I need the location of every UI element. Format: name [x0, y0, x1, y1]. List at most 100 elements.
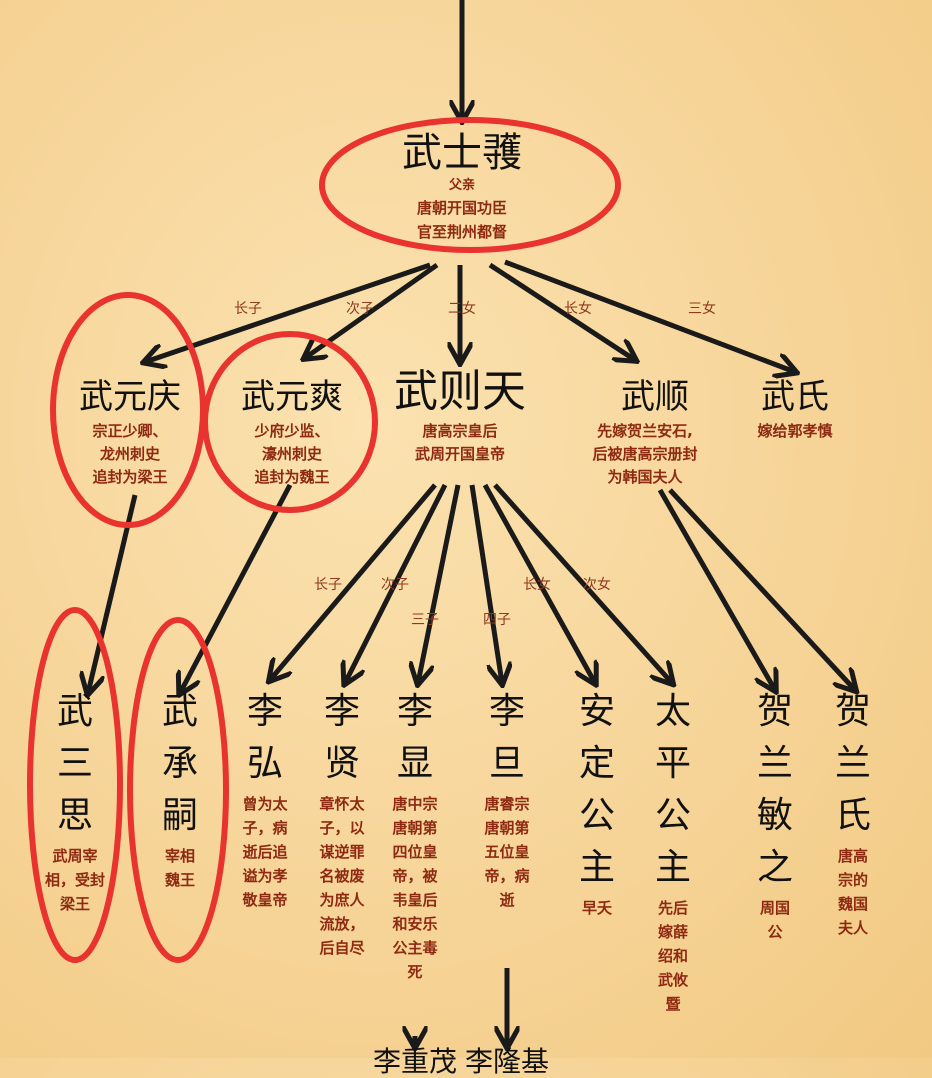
arrow — [657, 488, 775, 690]
person-name: 李贤 — [323, 691, 360, 784]
person-name: 武则天 — [394, 366, 526, 417]
person-name: 武氏 — [761, 377, 829, 417]
person-name: 武元爽 — [241, 377, 343, 417]
person-note: 唐中宗 — [392, 795, 438, 813]
arrow — [88, 494, 138, 693]
person-name: 武三思 — [56, 691, 93, 836]
person-name: 贺兰氏 — [834, 691, 871, 836]
person-note: 魏王 — [164, 871, 196, 889]
relation-label: 四子 — [483, 612, 511, 628]
person-name: 李显 — [396, 691, 433, 784]
arrow — [668, 488, 855, 690]
person-note: 濠州刺史 — [261, 445, 323, 463]
person-name: 李弘 — [246, 691, 283, 784]
person-note: 为韩国夫人 — [607, 468, 683, 486]
root-name: 武士彟 — [402, 130, 522, 176]
person-note: 逝后追 — [242, 843, 288, 861]
person-note: 武攸 — [657, 971, 689, 989]
person-note: 宗的 — [837, 871, 869, 889]
arrow — [270, 483, 437, 680]
person-note: 魏国 — [837, 895, 869, 913]
person-note: 唐朝第 — [392, 819, 438, 837]
person-note: 早夭 — [581, 899, 613, 917]
person-note: 和安乐 — [392, 915, 438, 933]
person-note: 唐高 — [837, 847, 869, 865]
person-note: 四位皇 — [392, 843, 438, 861]
person-note: 韦皇后 — [392, 891, 438, 909]
person-note: 追封为魏王 — [254, 468, 330, 486]
arrow — [482, 483, 595, 683]
person-note: 周国 — [759, 899, 791, 917]
arrow — [345, 483, 448, 683]
arrow — [418, 484, 461, 683]
highlight-circle — [202, 331, 378, 513]
person-note: 武周宰 — [52, 847, 98, 865]
root-note: 唐朝开国功臣 — [416, 199, 508, 217]
person-note: 武周开国皇帝 — [414, 445, 506, 463]
person-note: 相，受封 — [44, 871, 106, 889]
person-name: 安定公主 — [578, 691, 615, 888]
relation-label: 二女 — [448, 301, 476, 317]
person-name: 武元庆 — [79, 377, 181, 417]
person-note: 追封为梁王 — [92, 468, 168, 486]
relation-label: 三子 — [411, 612, 439, 628]
person-note: 后被唐高宗册封 — [592, 445, 698, 463]
person-note: 宰相 — [164, 847, 196, 865]
person-note: 先后 — [657, 899, 689, 917]
person-note: 暨 — [665, 995, 681, 1013]
person-note: 子，以 — [319, 819, 365, 837]
arrow — [180, 483, 293, 693]
arrow — [493, 483, 672, 683]
person-note: 敬皇帝 — [242, 891, 288, 909]
person-note: 子，病 — [242, 819, 288, 837]
person-name: 李旦 — [488, 691, 525, 784]
person-note: 曾为太 — [242, 795, 288, 813]
person-note: 少府少监、 — [254, 422, 330, 440]
relation-label: 长子 — [234, 301, 262, 317]
root-note: 官至荆州都督 — [416, 223, 508, 241]
person-name: 太平公主 — [654, 691, 691, 888]
person-note: 宗正少卿、 — [92, 422, 168, 440]
highlight-circle — [127, 617, 229, 963]
person-note: 嫁给郭孝慎 — [757, 422, 833, 440]
person-name: 李重茂 — [372, 1045, 458, 1078]
person-name: 武承嗣 — [161, 691, 198, 836]
person-note: 唐高宗皇后 — [422, 422, 498, 440]
arrow — [504, 259, 795, 372]
person-note: 先嫁贺兰安石, — [597, 422, 693, 440]
person-note: 唐睿宗 — [484, 795, 530, 813]
person-note: 章怀太 — [319, 795, 365, 813]
person-name: 贺兰敏之 — [756, 691, 793, 888]
person-note: 谋逆罪 — [319, 843, 365, 861]
person-name: 武顺 — [621, 377, 689, 417]
person-note: 绍和 — [657, 947, 689, 965]
person-note: 帝，病 — [484, 867, 530, 885]
person-note: 后自尽 — [319, 939, 365, 957]
arrow — [488, 262, 635, 360]
person-note: 夫人 — [837, 919, 869, 937]
person-note: 公主毒 — [392, 939, 438, 957]
person-note: 谥为孝 — [242, 867, 288, 885]
person-note: 五位皇 — [484, 843, 530, 861]
highlight-circle — [27, 607, 123, 963]
relation-label: 长女 — [564, 301, 592, 317]
arrow — [469, 484, 502, 683]
relation-label: 长女 — [523, 577, 551, 593]
person-note: 逝 — [499, 891, 515, 909]
root-role: 父亲 — [448, 178, 476, 193]
person-note: 死 — [407, 963, 423, 981]
person-note: 名被废 — [319, 867, 365, 885]
person-note: 为庶人 — [319, 891, 365, 909]
person-name: 李隆基 — [464, 1045, 550, 1078]
person-note: 公 — [767, 923, 783, 941]
relation-label: 三女 — [688, 301, 716, 317]
relation-label: 次子 — [381, 577, 409, 593]
person-note: 帝，被 — [392, 867, 438, 885]
highlight-circle — [319, 117, 621, 253]
person-note: 龙州刺史 — [99, 445, 161, 463]
person-note: 嫁薛 — [657, 923, 689, 941]
relation-label: 次女 — [583, 577, 611, 593]
person-note: 梁王 — [59, 895, 91, 913]
person-note: 流放， — [319, 915, 365, 933]
